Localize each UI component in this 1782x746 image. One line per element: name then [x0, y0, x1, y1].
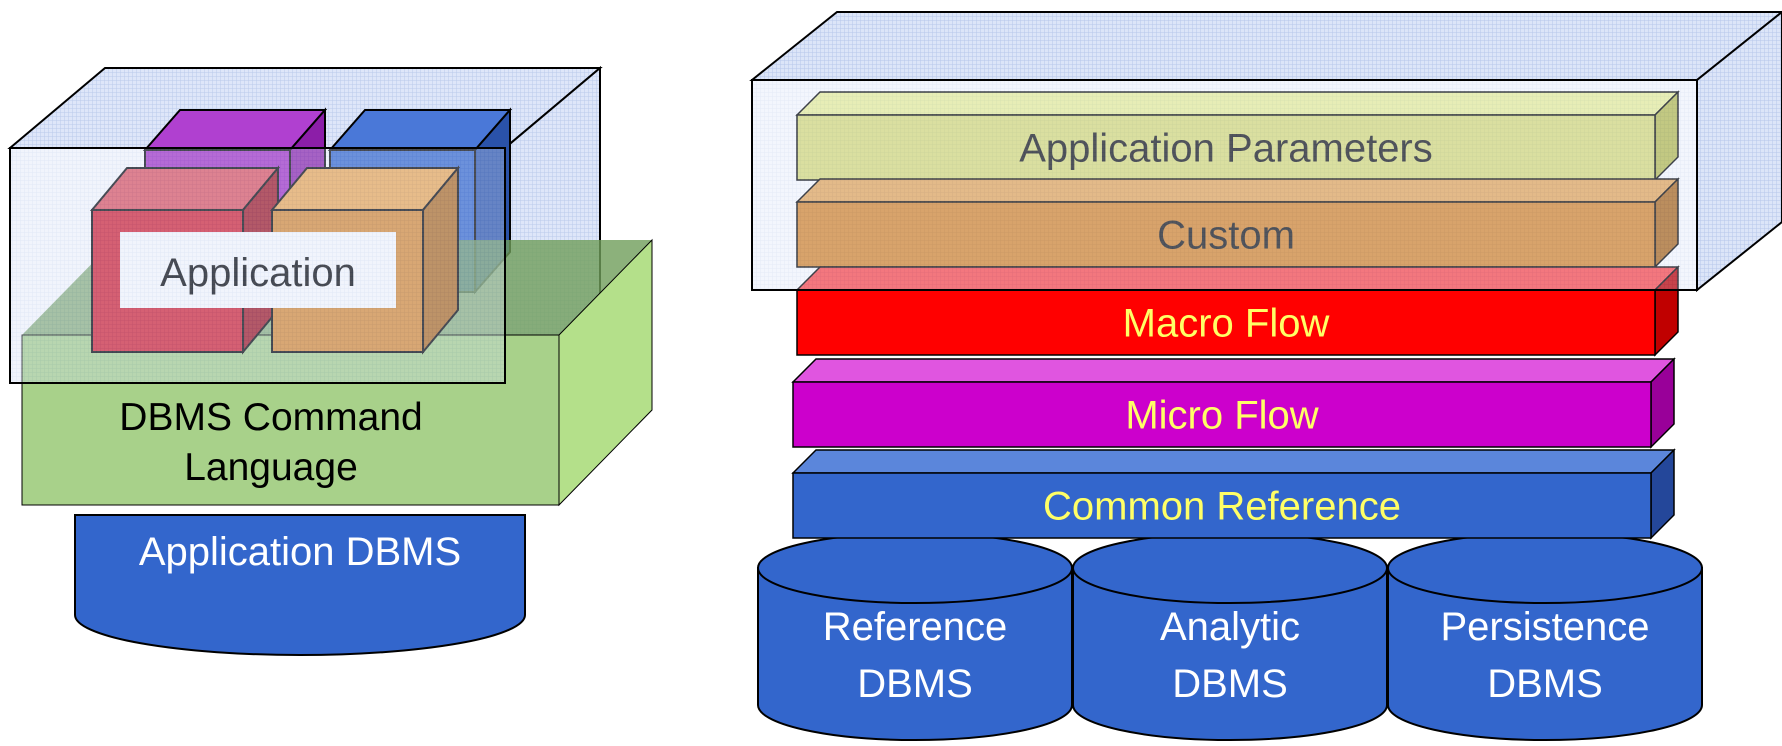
common-reference-layer: Common Reference — [791, 448, 1676, 540]
micro-flow-face — [792, 381, 1652, 448]
micro-flow-top — [791, 358, 1676, 383]
application-dbms-top: Application DBMS — [139, 530, 461, 574]
analytic-dbms-line1: Analytic — [1160, 605, 1300, 649]
macro-flow-label: Macro Flow — [1123, 302, 1330, 346]
left-diagram: DBMS Command Language Application Applic… — [7, 65, 653, 656]
reference-dbms-line1: Reference — [823, 605, 1008, 649]
persistence-dbms-line1: Persistence — [1441, 605, 1650, 649]
app-container-front — [9, 147, 506, 384]
common-reference-top — [791, 449, 1676, 474]
parameters-container-back — [749, 10, 1782, 293]
parameters-container-front — [751, 79, 1698, 291]
dbms-command-label-line2: Language — [184, 446, 358, 489]
application-dbms-cylinder — [74, 514, 526, 656]
analytic-dbms-line2: DBMS — [1172, 662, 1288, 706]
macro-flow-face — [796, 289, 1656, 356]
application-dbms-label: Application DBMS — [139, 530, 461, 574]
reference-dbms-cylinder: Reference DBMS — [757, 532, 1073, 741]
micro-flow-layer: Micro Flow — [791, 357, 1676, 449]
persistence-dbms-line2: DBMS — [1487, 662, 1603, 706]
persistence-dbms-cylinder: Persistence DBMS — [1387, 532, 1703, 741]
analytic-dbms-cylinder: Analytic DBMS — [1072, 532, 1388, 741]
right-diagram: Reference DBMS Analytic DBMS Persistence… — [749, 10, 1782, 741]
common-reference-face — [792, 472, 1652, 539]
micro-flow-label: Micro Flow — [1125, 394, 1318, 438]
dbms-command-label-line1: DBMS Command — [119, 396, 422, 439]
reference-dbms-line2: DBMS — [857, 662, 973, 706]
database-row: Reference DBMS Analytic DBMS Persistence… — [757, 532, 1703, 741]
common-reference-label: Common Reference — [1043, 485, 1401, 529]
